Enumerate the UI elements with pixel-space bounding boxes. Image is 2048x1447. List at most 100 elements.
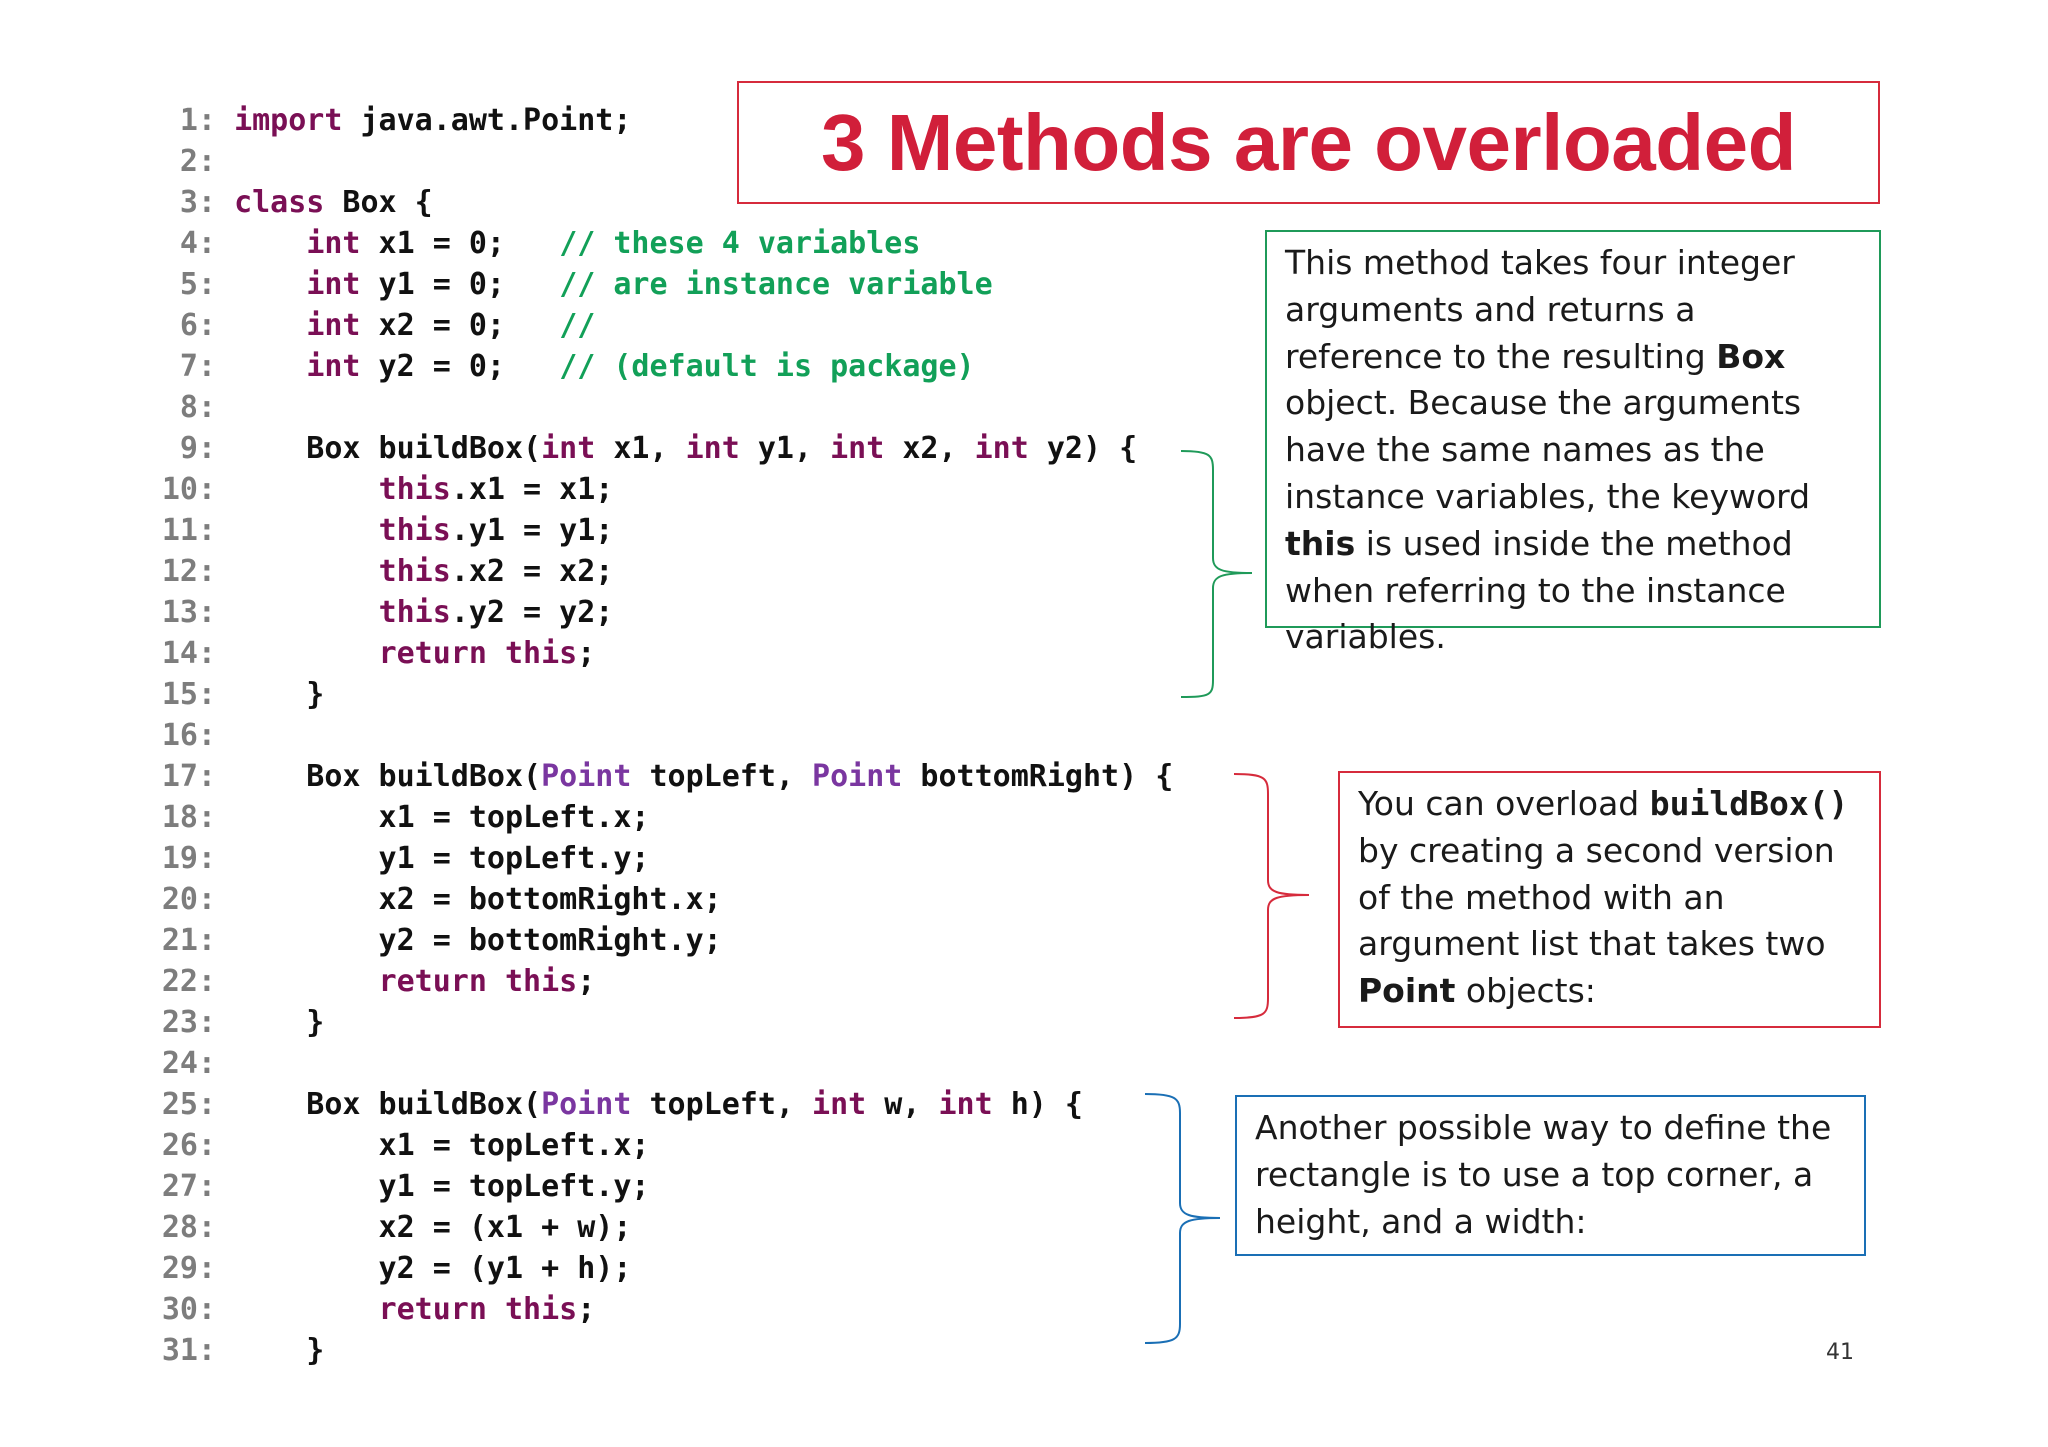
code-line: 21: y2 = bottomRight.y; [0, 920, 722, 961]
code-token: .y1 = y1; [450, 513, 614, 548]
code-token: h) { [992, 1087, 1083, 1122]
title-box: 3 Methods are overloaded [737, 81, 1880, 204]
code-token: Box buildBox( [234, 759, 542, 794]
code-token: y1 = topLeft.y; [234, 841, 650, 876]
line-number: 17: [161, 759, 216, 794]
code-line: 27: y1 = topLeft.y; [0, 1166, 650, 1207]
line-number: 24: [161, 1046, 216, 1081]
code-token: x1 = topLeft.x; [234, 800, 650, 835]
code-token: return this [378, 964, 578, 999]
note-text: by creating a second version of the meth… [1358, 830, 1835, 964]
code-line: 25: Box buildBox(Point topLeft, int w, i… [0, 1084, 1083, 1125]
note-bold-point: Point [1358, 971, 1456, 1011]
code-token: Box buildBox( [234, 1087, 542, 1122]
line-number: 15: [161, 677, 216, 712]
note-code-buildbox: buildBox() [1649, 784, 1849, 823]
code-token: } [234, 1005, 325, 1040]
code-line: 31: } [0, 1330, 325, 1371]
note-text: object. Because the arguments have the s… [1285, 383, 1811, 516]
code-token: x2 = (x1 + w); [234, 1210, 632, 1245]
code-line: 4: int x1 = 0; // these 4 variables [0, 223, 921, 264]
code-token: int [306, 308, 361, 343]
line-number: 28: [161, 1210, 216, 1245]
line-number: 18: [161, 800, 216, 835]
code-line: 14: return this; [0, 633, 596, 674]
code-token: return this [378, 636, 578, 671]
code-token: x1, [595, 431, 686, 466]
line-number: 29: [161, 1251, 216, 1286]
code-line: 9: Box buildBox(int x1, int y1, int x2, … [0, 428, 1137, 469]
code-token: // [559, 308, 596, 343]
note-text: You can overload [1358, 784, 1650, 823]
code-line: 19: y1 = topLeft.y; [0, 838, 650, 879]
code-token: y2 = (y1 + h); [234, 1251, 632, 1286]
code-line: 2: [0, 141, 234, 182]
code-token: topLeft, [631, 1087, 813, 1122]
line-number: 5: [179, 267, 216, 302]
code-token: int [306, 349, 361, 384]
code-line: 22: return this; [0, 961, 596, 1002]
code-line: 23: } [0, 1002, 325, 1043]
code-line: 17: Box buildBox(Point topLeft, Point bo… [0, 756, 1173, 797]
line-number: 3: [179, 185, 216, 220]
code-token: y1 = topLeft.y; [234, 1169, 650, 1204]
note-overload-point: You can overload buildBox() by creating … [1338, 771, 1881, 1028]
code-token: int [685, 431, 740, 466]
code-token: // (default is package) [559, 349, 975, 384]
note-text: objects: [1455, 971, 1596, 1011]
code-token: y2 = 0; [360, 349, 560, 384]
code-token: .x1 = x1; [450, 472, 614, 507]
code-token: } [234, 1333, 325, 1368]
code-line: 13: this.y2 = y2; [0, 592, 614, 633]
note-corner-size: Another possible way to define the recta… [1235, 1095, 1866, 1256]
code-token: } [234, 677, 325, 712]
line-number: 16: [161, 718, 216, 753]
code-token: this [378, 513, 451, 548]
code-token: int [830, 431, 885, 466]
code-line: 11: this.y1 = y1; [0, 510, 614, 551]
code-line: 8: [0, 387, 234, 428]
code-line: 18: x1 = topLeft.x; [0, 797, 650, 838]
blue-bracket [1144, 1093, 1221, 1344]
line-number: 2: [179, 144, 216, 179]
code-line: 12: this.x2 = x2; [0, 551, 614, 592]
code-line: 15: } [0, 674, 325, 715]
code-line: 24: [0, 1043, 234, 1084]
code-token: x2 = 0; [360, 308, 560, 343]
code-token: w, [866, 1087, 939, 1122]
code-token: this [378, 554, 451, 589]
line-number: 6: [179, 308, 216, 343]
green-bracket [1180, 450, 1253, 698]
code-line: 29: y2 = (y1 + h); [0, 1248, 632, 1289]
page-number: 41 [1826, 1340, 1854, 1365]
code-token: this [378, 595, 451, 630]
line-number: 11: [161, 513, 216, 548]
line-number: 1: [179, 103, 216, 138]
code-token: y1 = 0; [360, 267, 560, 302]
note-text: This method takes four integer arguments… [1285, 243, 1795, 376]
code-line: 7: int y2 = 0; // (default is package) [0, 346, 975, 387]
code-token: Box { [324, 185, 433, 220]
code-token: Point [812, 759, 903, 794]
line-number: 22: [161, 964, 216, 999]
code-token: ; [577, 964, 596, 999]
line-number: 4: [179, 226, 216, 261]
code-token: x2, [884, 431, 975, 466]
line-number: 20: [161, 882, 216, 917]
code-token: int [974, 431, 1029, 466]
line-number: 7: [179, 349, 216, 384]
code-line: 5: int y1 = 0; // are instance variable [0, 264, 993, 305]
line-number: 25: [161, 1087, 216, 1122]
code-line: 1: import java.awt.Point; [0, 100, 632, 141]
code-token: return this [378, 1292, 578, 1327]
line-number: 9: [179, 431, 216, 466]
code-token: import [234, 103, 343, 138]
note-four-int-args: This method takes four integer arguments… [1265, 230, 1881, 656]
line-number: 23: [161, 1005, 216, 1040]
code-token: .x2 = x2; [450, 554, 614, 589]
line-number: 13: [161, 595, 216, 630]
code-token: y2 = bottomRight.y; [234, 923, 722, 958]
code-token: int [306, 267, 361, 302]
code-token: ; [577, 1292, 596, 1327]
